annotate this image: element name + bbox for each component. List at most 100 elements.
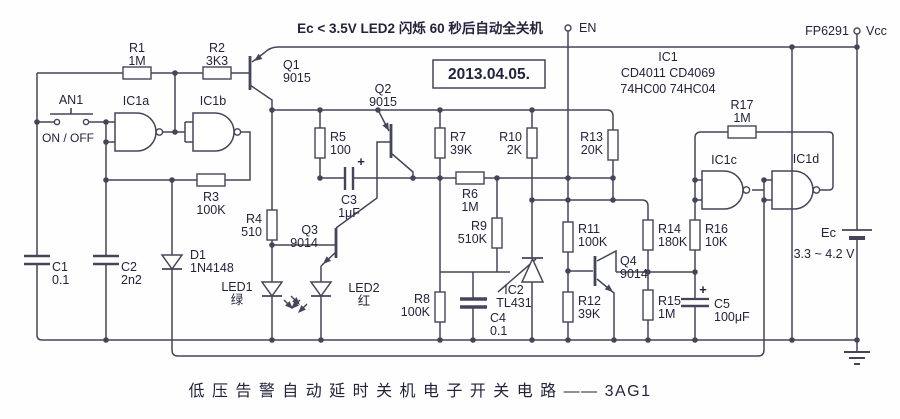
label-r3-value: 100K	[196, 203, 226, 217]
ic1-name: IC1	[658, 50, 678, 64]
junction-dot	[172, 129, 178, 135]
resistor-R15	[642, 289, 654, 321]
junction-dot	[692, 337, 698, 343]
battery-name: Ec	[821, 225, 837, 240]
label-c3-id: C3	[341, 193, 357, 207]
junction-dot	[789, 337, 795, 343]
diode-d1	[160, 254, 184, 271]
led1-triangle	[260, 281, 284, 298]
gate-IC1d-bubble	[812, 186, 821, 194]
label-q3-value: 9014	[290, 236, 318, 250]
label-q1-value: 9015	[283, 71, 311, 85]
label-r2-id: R2	[209, 41, 225, 55]
junction-dot	[437, 175, 443, 181]
label-ic2-value: TL431	[496, 296, 531, 310]
label-r10-value: 2K	[507, 143, 523, 157]
label-led2-id: LED2	[348, 281, 379, 295]
label-r15-value: 1M	[658, 307, 675, 321]
label-r9-id: R9	[471, 219, 487, 233]
junction-dot	[494, 175, 500, 181]
switch-contact	[82, 118, 90, 126]
labels: Ec < 3.5V LED2 闪烁 60 秒后自动全关机2013.04.05.低…	[42, 20, 887, 400]
label-q4-id: Q4	[620, 254, 637, 268]
c5-polarity: +	[699, 282, 707, 297]
label-c4-value: 0.1	[490, 324, 507, 338]
junction-dot	[437, 337, 443, 343]
label-c5-id: C5	[714, 297, 730, 311]
resistor-R6	[455, 171, 485, 185]
label-d1-id: D1	[190, 248, 206, 262]
vcc-terminal	[853, 27, 861, 35]
junction-dot	[565, 197, 571, 203]
label-r4-id: R4	[246, 212, 262, 226]
label-r8-value: 100K	[401, 305, 431, 319]
junction-dot	[410, 175, 416, 181]
junction-dot	[103, 337, 109, 343]
label-r17-id: R17	[731, 98, 754, 112]
label-r12-value: 39K	[578, 307, 601, 321]
resistor-R3	[196, 173, 226, 187]
junction-dot	[761, 177, 767, 183]
junction-dot	[611, 337, 617, 343]
label-r2-value: 3K3	[206, 54, 228, 68]
label-r9-value: 510K	[458, 232, 488, 246]
label-r6-value: 1M	[461, 200, 478, 214]
junction-dot	[317, 175, 323, 181]
label-r15-id: R15	[658, 294, 681, 308]
label-r5-value: 100	[330, 143, 351, 157]
switch-mode: ON / OFF	[42, 131, 94, 145]
gate-IC1a-bubble	[155, 128, 164, 136]
label-r14-value: 180K	[658, 235, 688, 249]
label-q1-id: Q1	[283, 58, 300, 72]
junction-dot	[565, 337, 571, 343]
label-r10-id: R10	[499, 130, 522, 144]
vcc-label: Vcc	[866, 24, 887, 38]
gate-IC1b	[192, 112, 235, 152]
gate-IC1a	[114, 112, 157, 152]
gate-label-ic1a: IC1a	[123, 94, 149, 108]
junction-dot	[269, 107, 275, 113]
gate-IC1c-bubble	[742, 186, 751, 194]
label-r14-id: R14	[658, 222, 681, 236]
junction-dot	[529, 107, 535, 113]
arrowhead	[604, 284, 613, 292]
junction-dot	[645, 269, 651, 275]
c3-polarity: +	[357, 154, 365, 169]
resistor-R12	[562, 291, 574, 323]
arrows	[254, 53, 613, 313]
label-r3-id: R3	[203, 190, 219, 204]
label-r16-id: R16	[705, 222, 728, 236]
junction-dot	[529, 337, 535, 343]
en-terminal	[564, 24, 572, 32]
label-led1-id: LED1	[221, 280, 252, 294]
label-r6-id: R6	[462, 187, 478, 201]
label-r13-value: 20K	[581, 143, 604, 157]
ic1-equivalents: CD4011 CD4069	[621, 66, 715, 80]
label-ic2-id: IC2	[504, 283, 524, 297]
junction-dot	[565, 175, 571, 181]
condition-note: Ec < 3.5V LED2 闪烁 60 秒后自动全关机	[297, 20, 543, 36]
label-r11-value: 100K	[578, 235, 608, 249]
junction-dot	[437, 107, 443, 113]
label-d1-value: 1N4148	[190, 261, 234, 275]
junction-dot	[34, 119, 40, 125]
date-label: 2013.04.05.	[448, 66, 530, 83]
resistor-R10	[526, 127, 538, 159]
junction-dot	[854, 337, 860, 343]
label-r1-id: R1	[129, 41, 145, 55]
junction-dot	[269, 337, 275, 343]
junction-dot	[169, 177, 175, 183]
label-r7-value: 39K	[450, 143, 473, 157]
junction-dot	[692, 177, 698, 183]
label-r1-value: 1M	[128, 54, 145, 68]
junction-dot	[375, 107, 381, 113]
battery-voltage: 3.3 ~ 4.2 V	[794, 247, 855, 261]
arrowhead	[291, 301, 299, 309]
resistor-R16	[689, 219, 701, 251]
label-q3-id: Q3	[301, 223, 318, 237]
label-led1-value: 绿	[231, 292, 244, 307]
junction-dot	[103, 177, 109, 183]
label-led2-value: 红	[358, 293, 371, 308]
label-c4-id: C4	[490, 311, 506, 325]
